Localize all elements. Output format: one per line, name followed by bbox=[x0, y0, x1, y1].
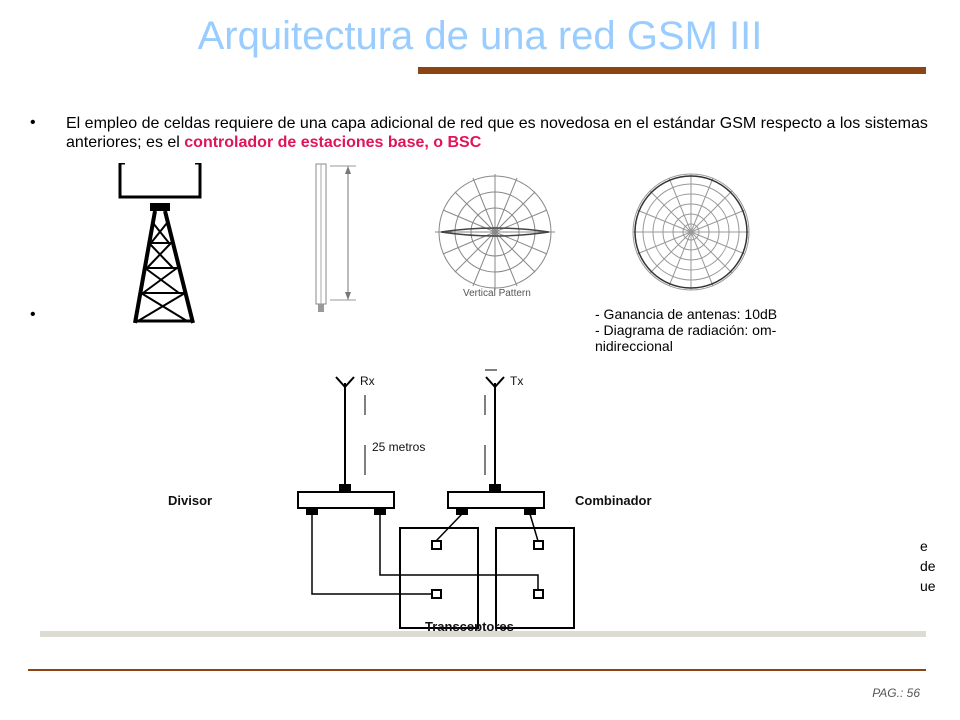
spec-pattern: - Diagrama de radiación: om- bbox=[595, 322, 777, 338]
footer-rule bbox=[28, 669, 926, 671]
bullet-marker-2: • bbox=[30, 306, 36, 323]
tx-label: Tx bbox=[510, 374, 523, 388]
right-fragment-2: de bbox=[920, 558, 936, 574]
page-number: PAG.: 56 bbox=[872, 686, 920, 700]
spec-pattern-cont: nidireccional bbox=[595, 338, 673, 354]
antenna-dimension-image bbox=[315, 163, 356, 312]
image-bottom-strip bbox=[40, 631, 926, 637]
rx-label: Rx bbox=[360, 374, 375, 388]
horizontal-pattern-diagram bbox=[632, 173, 750, 291]
distance-label: 25 metros bbox=[372, 440, 425, 454]
title-underline bbox=[418, 67, 926, 74]
divisor-label: Divisor bbox=[168, 493, 212, 508]
right-fragment-1: e bbox=[920, 538, 928, 554]
transceptores-label: Transceptores bbox=[425, 619, 514, 634]
bullet-marker-1: • bbox=[30, 114, 36, 131]
spec-gain: - Ganancia de antenas: 10dB bbox=[595, 306, 778, 322]
vertical-pattern-diagram: Vertical Pattern bbox=[435, 174, 555, 299]
combinador-label: Combinador bbox=[575, 493, 652, 508]
transceiver-block-diagram: Rx Tx 25 metros Divisor Combinador Trans… bbox=[168, 369, 652, 634]
antenna-specs: - Ganancia de antenas: 10dB - Diagrama d… bbox=[595, 306, 895, 354]
antenna-tower-image bbox=[118, 163, 202, 324]
bullet-text-1-plain: El empleo de celdas requiere de una capa… bbox=[66, 115, 928, 150]
slide-title: Arquitectura de una red GSM III bbox=[197, 14, 763, 58]
bullet-text-1: El empleo de celdas requiere de una capa… bbox=[66, 114, 936, 150]
right-fragment-3: ue bbox=[920, 578, 936, 594]
bullet-text-1-highlight: controlador de estaciones base, o BSC bbox=[184, 134, 482, 150]
vertical-pattern-label: Vertical Pattern bbox=[463, 288, 531, 299]
